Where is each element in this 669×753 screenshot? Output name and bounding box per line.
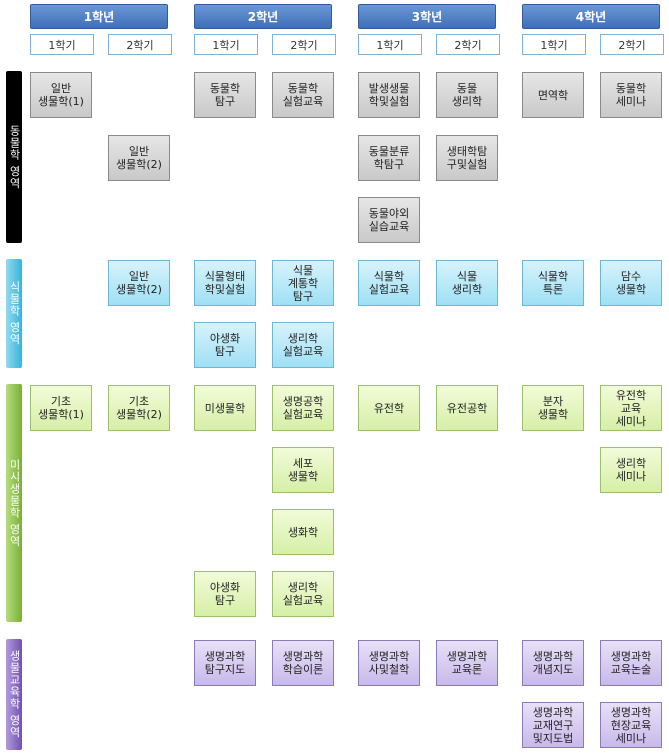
course-box: 생명과학 개념지도 bbox=[522, 640, 584, 686]
course-box: 동물학 세미나 bbox=[600, 72, 662, 118]
course-box: 동물 생리학 bbox=[436, 72, 498, 118]
course-box: 식물학 실험교육 bbox=[358, 260, 420, 306]
course-box: 생리학 실험교육 bbox=[272, 571, 334, 617]
course-box: 세포 생물학 bbox=[272, 447, 334, 493]
year-header-4: 4학년 bbox=[522, 4, 660, 29]
area-label-animal: 동물학 영역 bbox=[8, 124, 21, 190]
course-box: 생리학 실험교육 bbox=[272, 322, 334, 368]
course-box: 식물 계통학 탐구 bbox=[272, 260, 334, 306]
course-box: 생명공학 실험교육 bbox=[272, 385, 334, 431]
semester-header: 1학기 bbox=[358, 34, 422, 55]
area-band-micro: 미시생물학 영역 bbox=[6, 384, 22, 622]
course-box: 분자 생물학 bbox=[522, 385, 584, 431]
course-box: 생명과학 교육론 bbox=[436, 640, 498, 686]
semester-header: 2학기 bbox=[272, 34, 336, 55]
course-box: 면역학 bbox=[522, 72, 584, 118]
area-label-micro: 미시생물학 영역 bbox=[8, 458, 21, 548]
year-header-3: 3학년 bbox=[358, 4, 496, 29]
course-box: 일반 생물학(2) bbox=[108, 260, 170, 306]
course-box: 기초 생물학(1) bbox=[30, 385, 92, 431]
semester-header: 1학기 bbox=[522, 34, 586, 55]
course-box: 유전학 bbox=[358, 385, 420, 431]
course-box: 일반 생물학(1) bbox=[30, 72, 92, 118]
semester-header: 2학기 bbox=[108, 34, 172, 55]
course-box: 생태학탐 구및실험 bbox=[436, 135, 498, 181]
course-box: 생리학 세미나 bbox=[600, 447, 662, 493]
course-box: 동물학 실험교육 bbox=[272, 72, 334, 118]
course-box: 일반 생물학(2) bbox=[108, 135, 170, 181]
course-box: 담수 생물학 bbox=[600, 260, 662, 306]
area-label-edu: 생물교육학 영역 bbox=[8, 650, 21, 739]
course-box: 식물형태 학및실험 bbox=[194, 260, 256, 306]
course-box: 생명과학 사및철학 bbox=[358, 640, 420, 686]
course-box: 생명과학 현장교육 세미나 bbox=[600, 702, 662, 748]
semester-header: 1학기 bbox=[30, 34, 94, 55]
year-header-1: 1학년 bbox=[30, 4, 168, 29]
course-box: 생화학 bbox=[272, 509, 334, 555]
course-box: 동물분류 학탐구 bbox=[358, 135, 420, 181]
area-label-plant: 식물학 영역 bbox=[8, 281, 21, 346]
area-band-edu: 생물교육학 영역 bbox=[6, 639, 22, 750]
semester-header: 2학기 bbox=[600, 34, 664, 55]
course-box: 생명과학 탐구지도 bbox=[194, 640, 256, 686]
course-box: 발생생물 학및실험 bbox=[358, 72, 420, 118]
course-box: 생명과학 교육논술 bbox=[600, 640, 662, 686]
area-band-animal: 동물학 영역 bbox=[6, 71, 22, 243]
semester-header: 1학기 bbox=[194, 34, 258, 55]
course-box: 동물학 탐구 bbox=[194, 72, 256, 118]
course-box: 야생화 탐구 bbox=[194, 322, 256, 368]
course-box: 동물야외 실습교육 bbox=[358, 197, 420, 243]
course-box: 식물 생리학 bbox=[436, 260, 498, 306]
course-box: 생명과학 학습이론 bbox=[272, 640, 334, 686]
course-box: 야생화 탐구 bbox=[194, 571, 256, 617]
year-header-2: 2학년 bbox=[194, 4, 332, 29]
course-box: 생명과학 교재연구 및지도법 bbox=[522, 702, 584, 748]
semester-header: 2학기 bbox=[436, 34, 500, 55]
course-box: 식물학 특론 bbox=[522, 260, 584, 306]
area-band-plant: 식물학 영역 bbox=[6, 259, 22, 368]
course-box: 유전공학 bbox=[436, 385, 498, 431]
course-box: 미생물학 bbox=[194, 385, 256, 431]
course-box: 기초 생물학(2) bbox=[108, 385, 170, 431]
course-box: 유전학 교육 세미나 bbox=[600, 385, 662, 431]
